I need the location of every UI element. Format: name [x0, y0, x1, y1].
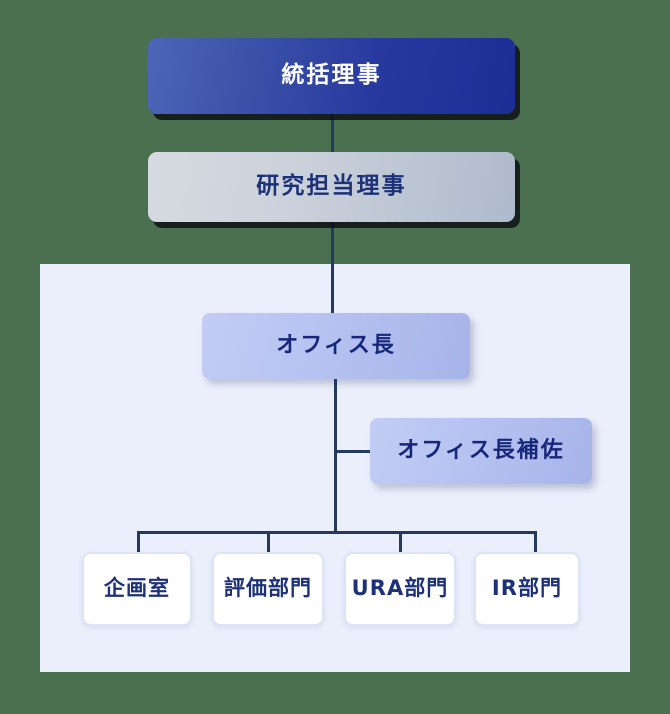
node-department-ir[interactable]: IR部門 [474, 552, 580, 626]
node-research-director[interactable]: 研究担当理事 [148, 152, 515, 222]
node-department-hyouka[interactable]: 評価部門 [212, 552, 324, 626]
connector-drop-department-1 [267, 531, 270, 554]
node-department-kikakushitsu[interactable]: 企画室 [82, 552, 192, 626]
connector-director-general-to-research-director [331, 112, 334, 154]
connector-stub-to-office-deputy [337, 450, 373, 453]
node-office-deputy[interactable]: オフィス長補佐 [370, 418, 592, 484]
connector-drop-department-0 [137, 531, 140, 554]
node-director-general[interactable]: 統括理事 [148, 38, 515, 114]
node-department-ura[interactable]: URA部門 [344, 552, 456, 626]
connector-drop-department-2 [399, 531, 402, 554]
node-office-chief[interactable]: オフィス長 [202, 313, 470, 379]
connector-drop-department-3 [534, 531, 537, 554]
connector-department-distribution-bar [137, 531, 537, 534]
connector-research-director-to-office-chief [331, 220, 334, 315]
connector-office-chief-stem [334, 378, 337, 534]
